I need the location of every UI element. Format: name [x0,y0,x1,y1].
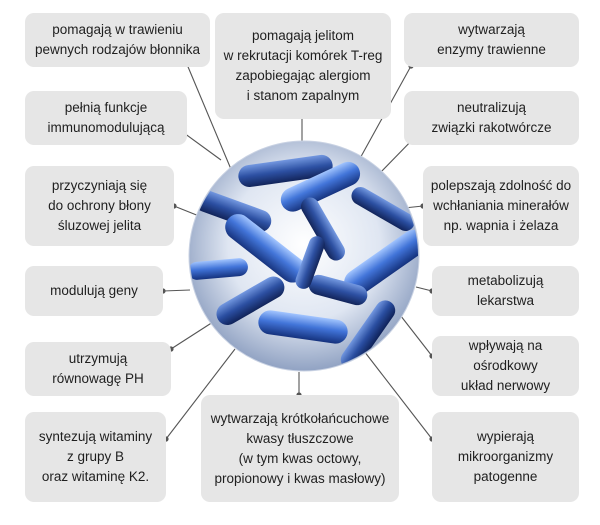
connector-witaminy [165,348,236,440]
box-ph: utrzymują równowagę PH [25,342,171,396]
box-geny: modulują geny [25,266,163,316]
connector-ochrona [173,205,200,217]
connector-leki [415,286,433,292]
bacteria-microscope-image [188,140,420,372]
connector-trawienie [185,61,234,175]
box-wchlanianie: polepszają zdolność do wchłaniania miner… [423,166,579,246]
connector-patogeny [363,350,433,440]
box-patogeny: wypierają mikroorganizmy patogenne [432,412,579,502]
box-immuno: pełnią funkcje immunomodulującą [25,91,187,145]
box-ochrona: przyczyniają się do ochrony błony śluzow… [25,166,174,246]
box-leki: metabolizują lekarstwa [432,266,579,316]
connector-geny [162,289,191,292]
box-trawienie: pomagają w trawieniu pewnych rodzajów bł… [25,13,210,67]
connector-ph [170,321,214,350]
box-enzymy: wytwarzają enzymy trawienne [404,13,579,67]
box-rakotworcze: neutralizują związki rakotwórcze [404,91,579,145]
box-nerwowy: wpływają na ośrodkowy układ nerwowy [432,336,579,396]
box-kwasy: wytwarzają krótkołańcuchowe kwasy tłuszc… [201,395,399,502]
box-witaminy: syntezują witaminy z grupy B oraz witami… [25,412,166,502]
connector-nerwowy [396,310,433,357]
box-treg: pomagają jelitom w rekrutacji komórek T-… [215,13,391,119]
